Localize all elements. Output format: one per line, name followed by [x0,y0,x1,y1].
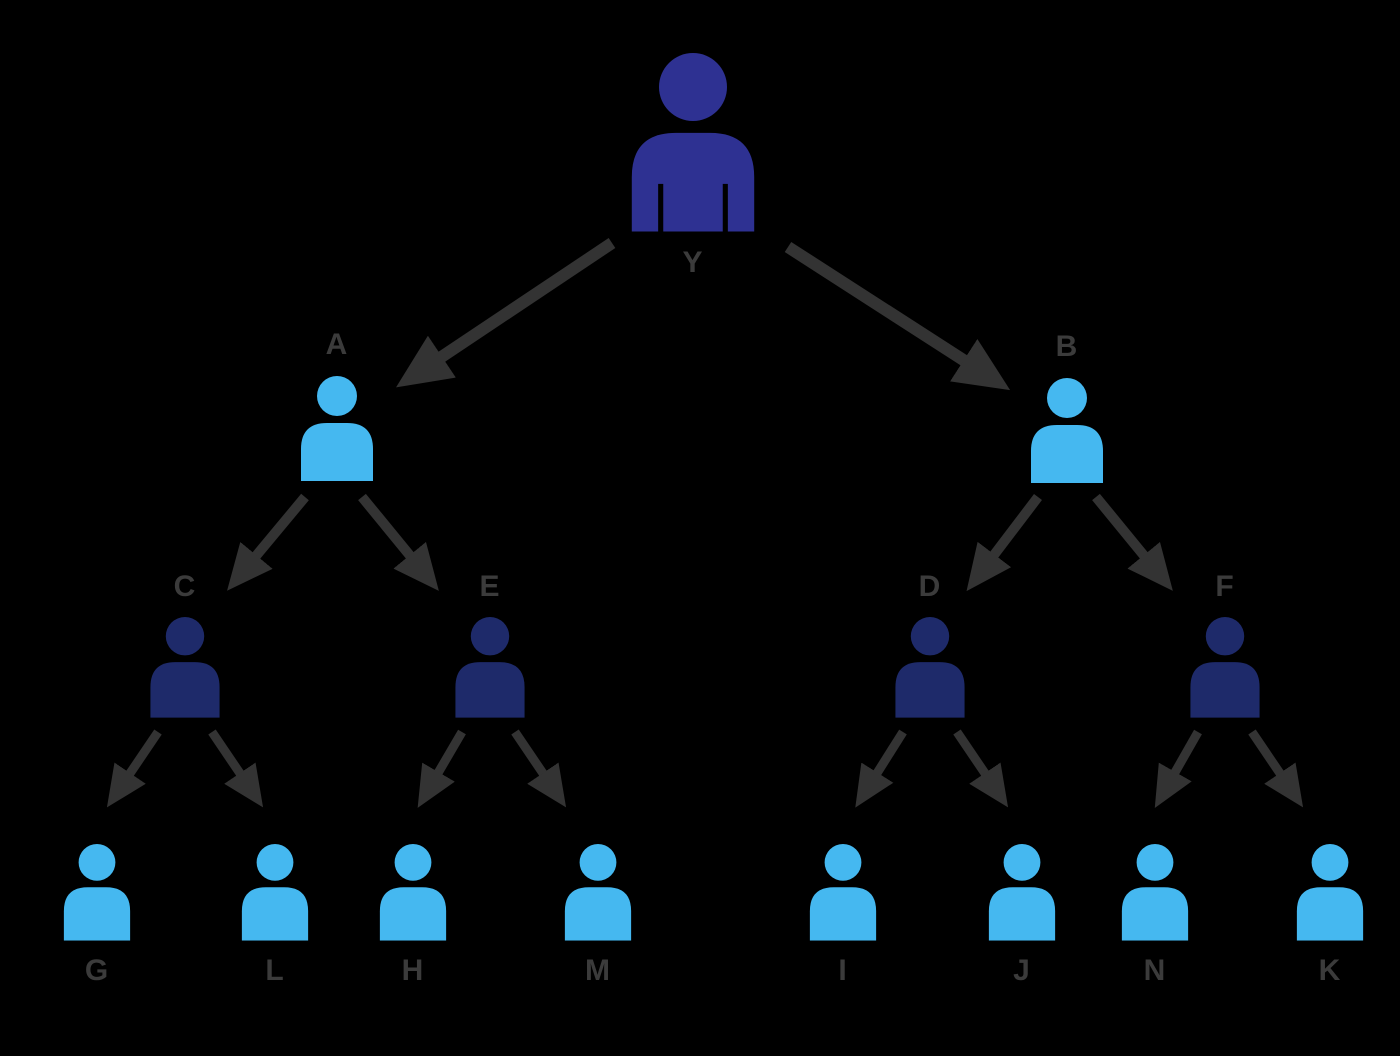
arrow-f-n [1154,729,1202,808]
node-label-e: E [479,570,501,603]
node-n: N [1109,838,1201,987]
node-label-d: D [918,570,942,603]
node-l: L [229,838,321,987]
node-b: B [1017,330,1117,484]
person-icon-b [1017,372,1117,484]
node-c: C [137,570,233,718]
node-label-g: G [84,954,110,987]
arrow-a-e [358,493,439,591]
arrow-c-g [106,729,162,808]
node-label-c: C [173,570,197,603]
person-icon-g [51,838,143,942]
node-label-y: Y [682,246,704,279]
node-label-h: H [401,954,425,987]
node-i: I [797,838,889,987]
node-label-l: L [265,954,285,987]
node-label-n: N [1143,954,1167,987]
node-g: G [51,838,143,987]
node-y: Y [608,42,778,279]
arrow-a-c [227,493,309,591]
node-j: J [976,838,1068,987]
node-a: A [287,328,387,482]
node-f: F [1177,570,1273,718]
person-icon-y [608,42,778,232]
arrow-e-m [511,729,567,808]
person-icon-l [229,838,321,942]
person-icon-k [1284,838,1376,942]
arrow-d-i [855,729,907,808]
node-k: K [1284,838,1376,987]
arrow-b-d [966,493,1042,592]
arrow-y-b [784,241,1011,391]
person-icon-f [1177,612,1273,718]
node-h: H [367,838,459,987]
arrow-d-j [953,729,1009,808]
person-icon-a [287,370,387,482]
person-icon-d [882,612,978,718]
person-icon-m [552,838,644,942]
node-d: D [882,570,978,718]
node-label-k: K [1318,954,1342,987]
node-label-a: A [325,328,349,361]
node-m: M [552,838,644,987]
person-icon-e [442,612,538,718]
arrow-e-h [417,729,466,808]
person-icon-h [367,838,459,942]
arrow-c-l [208,729,264,808]
person-icon-n [1109,838,1201,942]
node-label-i: I [838,954,848,987]
node-label-f: F [1215,570,1235,603]
person-icon-c [137,612,233,718]
node-label-j: J [1013,954,1031,987]
arrow-f-k [1248,729,1304,808]
person-icon-i [797,838,889,942]
node-label-b: B [1055,330,1079,363]
node-label-m: M [585,954,611,987]
arrow-y-a [396,238,616,388]
arrow-b-f [1092,493,1173,591]
node-e: E [442,570,538,718]
person-icon-j [976,838,1068,942]
